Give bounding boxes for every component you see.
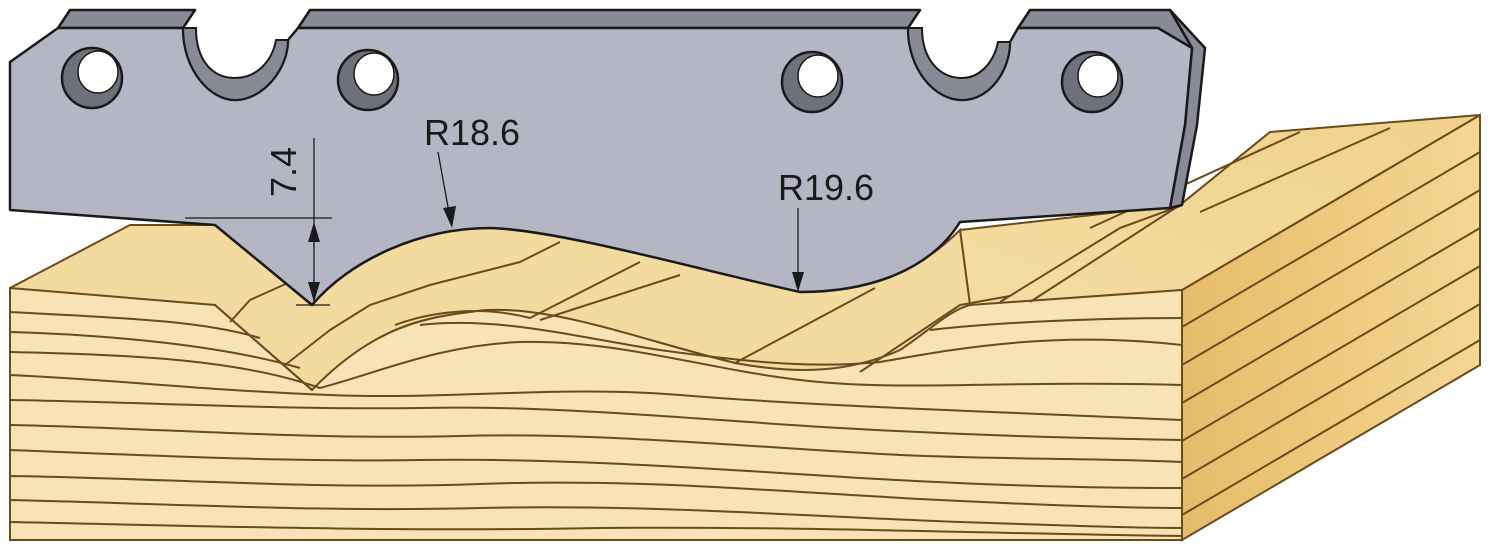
radius-left-label: R18.6 — [424, 112, 520, 153]
profile-knife — [8, 8, 1207, 307]
depth-label: 7.4 — [263, 147, 304, 197]
knife-hole-1 — [60, 46, 124, 110]
knife-notch-left — [181, 27, 290, 102]
knife-top-edge-middle — [296, 8, 922, 30]
depth-dimension: 7.4 — [185, 138, 332, 306]
radius-left-dimension: R18.6 — [424, 112, 520, 228]
knife-hole-2 — [336, 48, 400, 112]
radius-right-dimension: R19.6 — [778, 167, 874, 292]
knife-hole-4 — [1060, 50, 1124, 114]
knife-top-edge-left — [56, 8, 197, 30]
knife-notch-right — [906, 27, 1012, 102]
radius-right-label: R19.6 — [778, 167, 874, 208]
knife-hole-3 — [780, 50, 844, 114]
